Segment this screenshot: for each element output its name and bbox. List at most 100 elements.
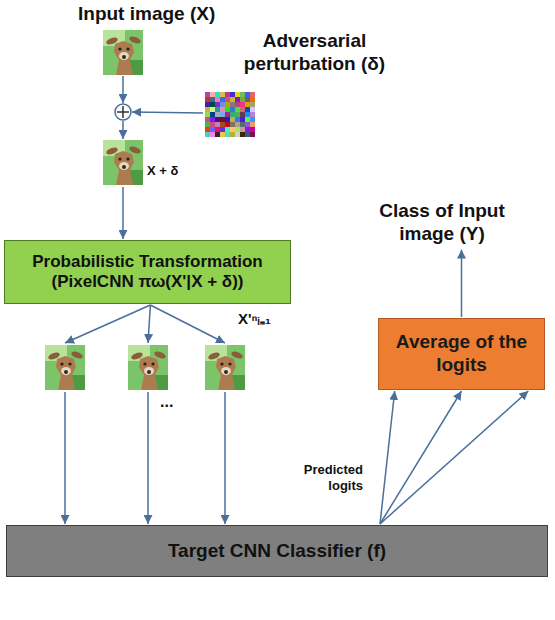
noise-pixel [225,107,230,112]
arrow [461,250,463,317]
noise-pixel [250,112,255,117]
noise-pixel [240,117,245,122]
noise-pixel [215,122,220,127]
noise-pixel [240,122,245,127]
noise-pixel [235,127,240,132]
noise-pixel [205,117,210,122]
noise-pixel [230,117,235,122]
perturbed-image [103,140,143,185]
noise-pixel [235,112,240,117]
noise-pixel [235,107,240,112]
noise-pixel [240,112,245,117]
noise-pixel [235,102,240,107]
noise-pixel [240,132,245,137]
noise-pixel [230,122,235,127]
output-title: Class of Input image (Y) [362,200,522,246]
noise-pixel [220,117,225,122]
noise-pixel [205,107,210,112]
connector-group [380,391,462,524]
noise-pixel [210,117,215,122]
arrow [148,305,150,343]
noise-pixel [230,102,235,107]
noise-pixel [240,92,245,97]
noise-pixel [215,132,220,137]
noise-pixel [230,92,235,97]
image-title: Input image (X) [78,3,298,26]
noise-pixel [210,92,215,97]
box-label: Probabilistic Transformation (PixelCNN π… [13,252,282,293]
noise-pixel [210,97,215,102]
noise-pixel [220,132,225,137]
noise-pixel [210,112,215,117]
noise-pixel [210,132,215,137]
noise-pixel [220,127,225,132]
noise-image [205,92,255,137]
noise-pixel [240,97,245,102]
noise-pixel [215,92,220,97]
arrow [380,391,528,524]
arrow [147,392,149,524]
noise-pixel [235,97,240,102]
noise-pixel [210,102,215,107]
noise-pixel [245,127,250,132]
arrow [150,305,225,343]
noise-pixel [245,112,250,117]
sample-image [128,345,168,390]
image-title: Adversarial perturbation (δ) [222,30,407,76]
noise-pixel [220,107,225,112]
noise-pixel [235,132,240,137]
noise-pixel [240,107,245,112]
noise-pixel [245,107,250,112]
arrow [122,76,124,103]
noise-pixel [215,117,220,122]
box-label: Target CNN Classifier (f) [168,540,386,563]
arrow [64,392,66,524]
noise-pixel [245,117,250,122]
ellipsis: ... [160,392,190,411]
noise-pixel [215,112,220,117]
noise-pixel [205,122,210,127]
noise-pixel [235,92,240,97]
noise-pixel [225,132,230,137]
noise-pixel [205,97,210,102]
noise-pixel [205,127,210,132]
noise-pixel [225,97,230,102]
noise-pixel [220,97,225,102]
noise-pixel [230,112,235,117]
sum-symbol [115,104,131,120]
noise-pixel [215,127,220,132]
noise-pixel [250,117,255,122]
noise-pixel [240,127,245,132]
process-box: Average of the logits [378,318,545,390]
connector-arrow [380,391,462,524]
noise-pixel [230,97,235,102]
noise-pixel [235,122,240,127]
noise-pixel [215,97,220,102]
noise-pixel [220,102,225,107]
noise-pixel [210,122,215,127]
noise-pixel [230,132,235,137]
noise-pixel [220,122,225,127]
sum-symbol [122,106,124,118]
noise-pixel [250,127,255,132]
noise-pixel [250,132,255,137]
noise-pixel [210,127,215,132]
image-label: X + δ [147,163,207,179]
input-image [103,30,143,75]
noise-pixel [215,107,220,112]
noise-pixel [225,112,230,117]
process-box: Probabilistic Transformation (PixelCNN π… [4,240,291,304]
noise-pixel [205,102,210,107]
noise-pixel [240,102,245,107]
classifier-box: Target CNN Classifier (f) [6,525,548,577]
noise-pixel [225,92,230,97]
noise-pixel [230,127,235,132]
noise-pixel [220,112,225,117]
arrow [122,187,124,239]
noise-pixel [205,132,210,137]
noise-pixel [220,92,225,97]
noise-pixel [215,102,220,107]
noise-pixel [225,102,230,107]
noise-pixel [245,92,250,97]
